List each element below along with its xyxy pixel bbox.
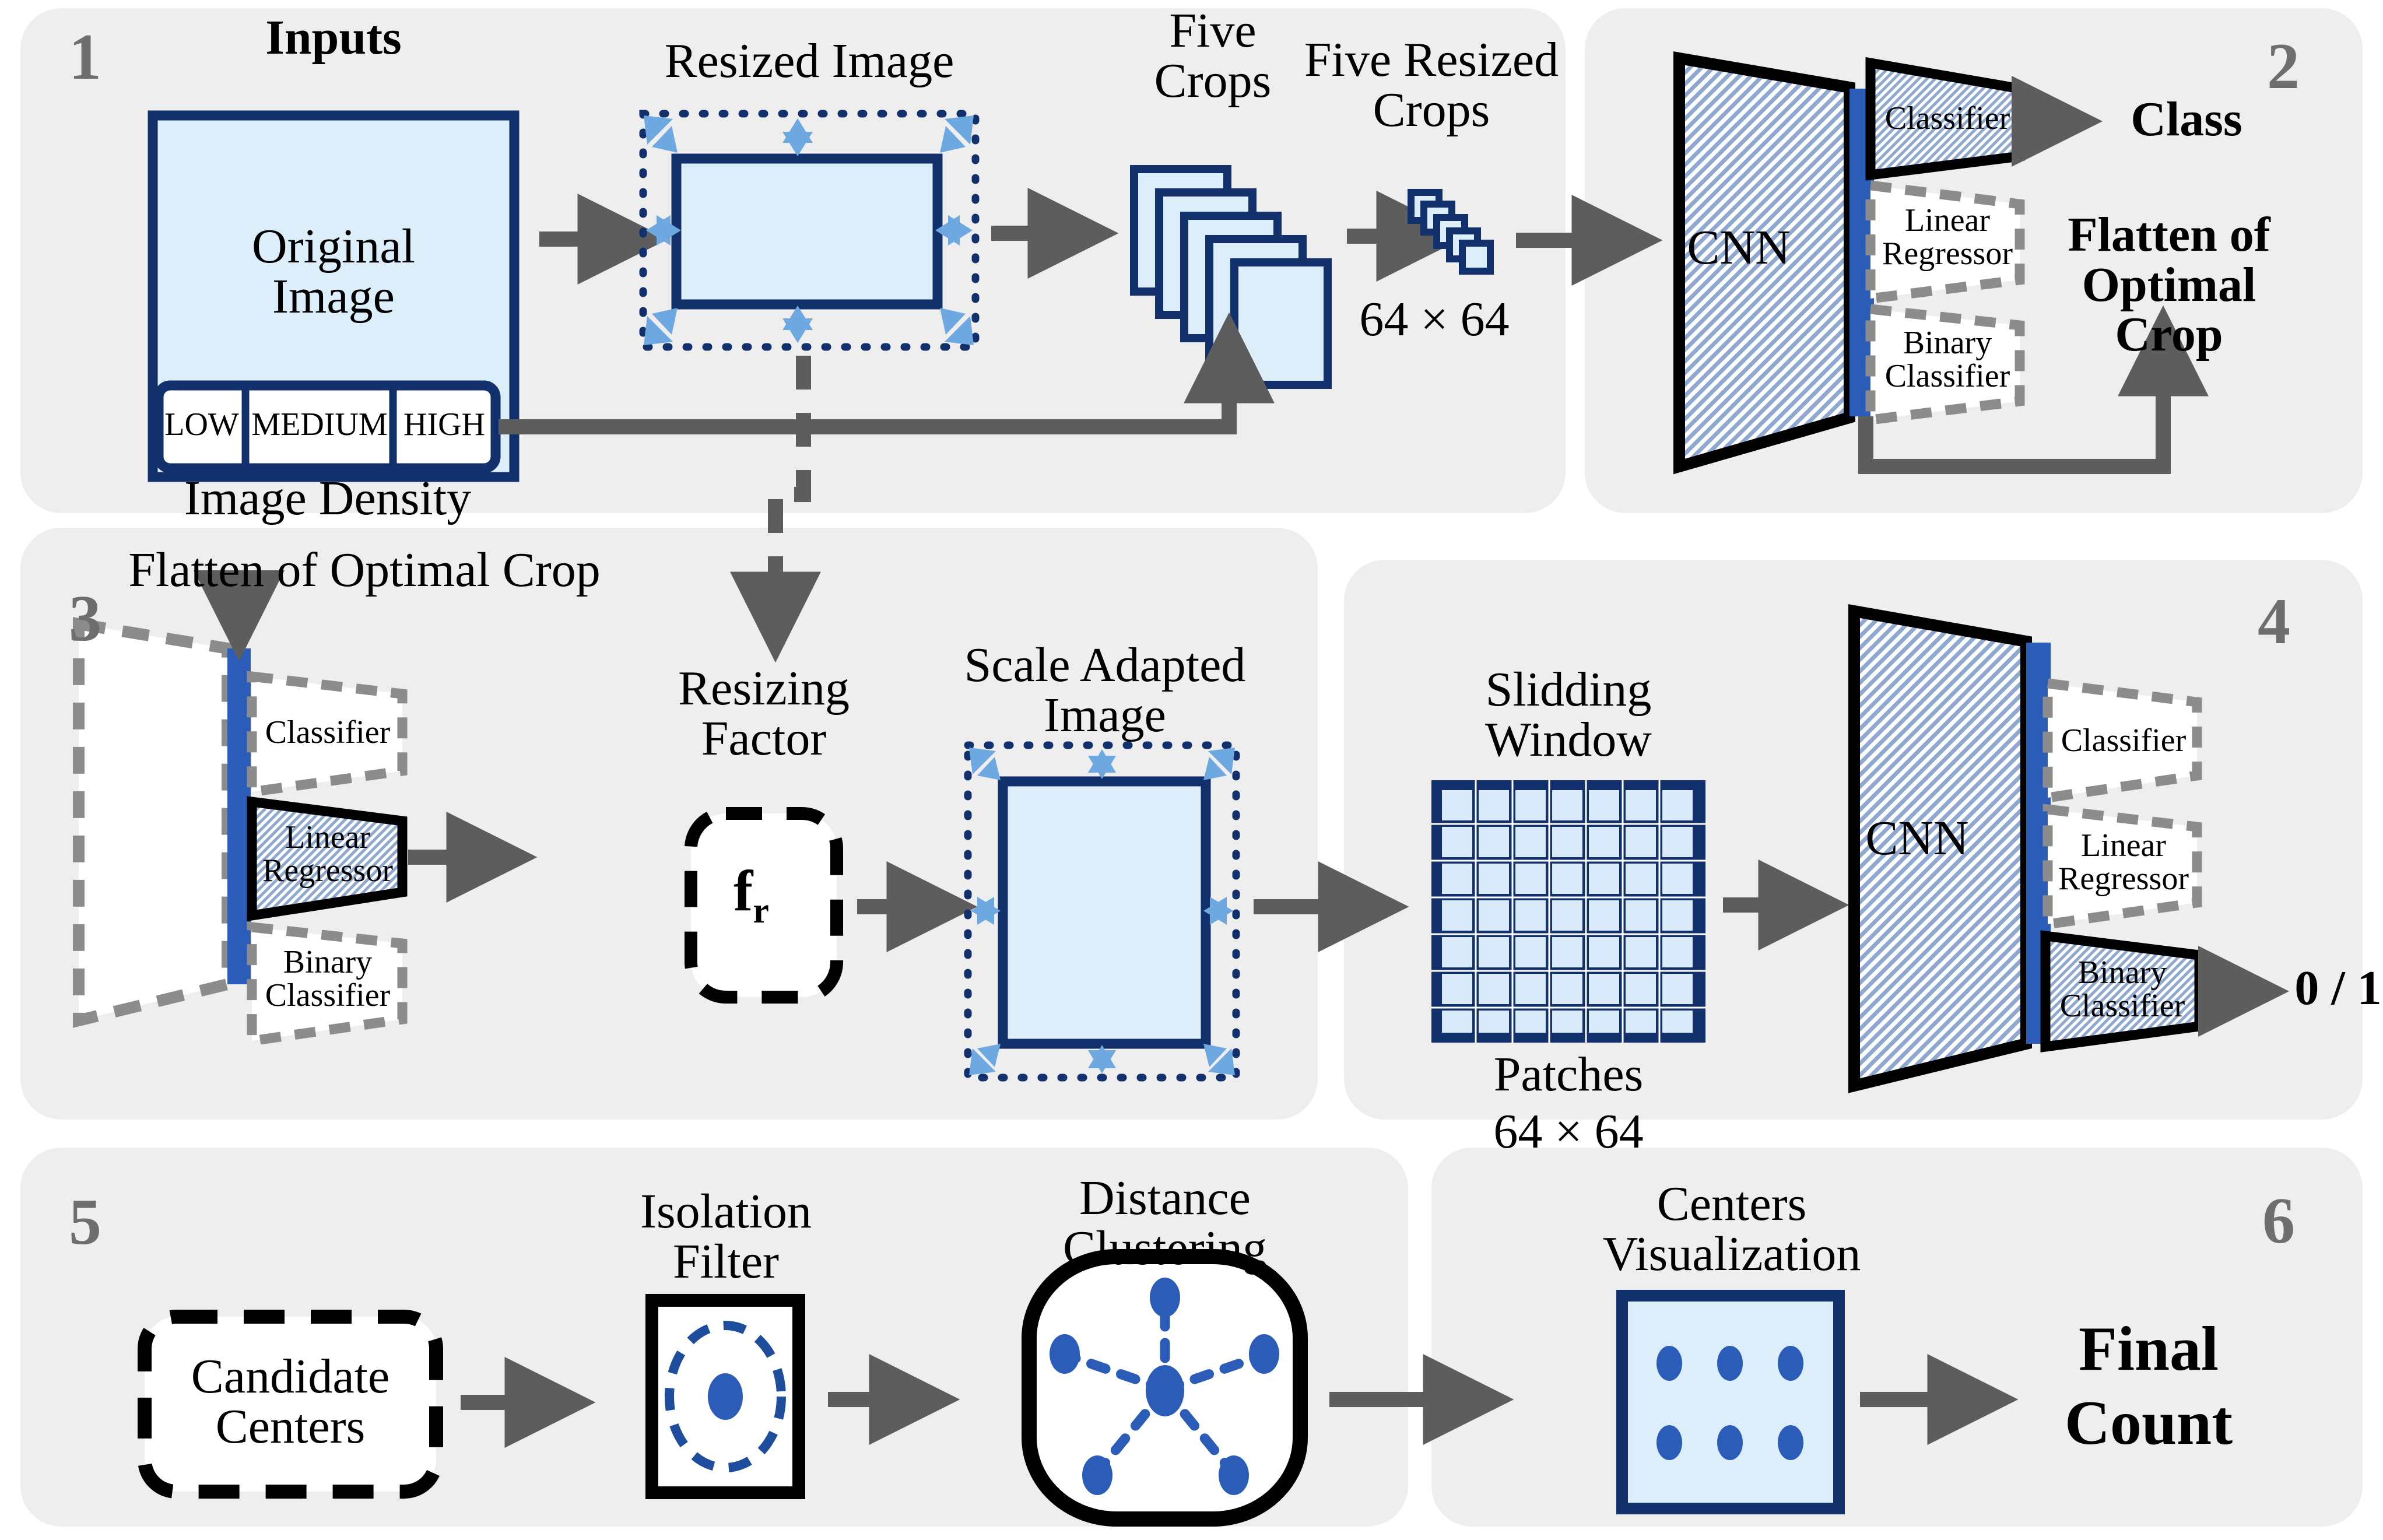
panel-3-number: 3: [69, 583, 101, 655]
panel-5-number: 5: [69, 1186, 101, 1258]
patches-size-label: 64 × 64: [1493, 1104, 1644, 1159]
panel2-linear-regressor-label: Linear Regressor: [1882, 202, 2013, 272]
candidate-centers-label: Candidate Centers: [191, 1349, 390, 1454]
density-option-high[interactable]: HIGH: [403, 406, 485, 443]
inputs-title: Inputs: [265, 10, 402, 65]
candidate-centers-box: [138, 1310, 443, 1499]
panel2-cnn-body: [1673, 51, 1855, 475]
resizing-factor-box: [685, 807, 843, 1004]
panel2-binary-classifier-shape: [1865, 303, 2025, 426]
panel4-classifier-label: Classifier: [2061, 722, 2187, 759]
panel4-cnn-label: CNN: [1865, 811, 1969, 865]
original-image-label: Original Image: [252, 219, 415, 324]
final-count-label: Final Count: [2064, 1314, 2233, 1458]
panel-4-number: 4: [2258, 585, 2290, 658]
panel2-linear-regressor-shape: [1865, 180, 2025, 304]
panel-1-number: 1: [69, 21, 101, 93]
patches-label: Patches: [1493, 1047, 1644, 1101]
panel2-binary-classifier-label: Binary Classifier: [1884, 325, 2010, 395]
resizing-factor-label: Resizing Factor: [678, 661, 850, 766]
panel3-classifier-shape: [247, 671, 408, 798]
panel4-linear-regressor-shape: [2042, 804, 2202, 930]
centers-visualization-dots: [1656, 1346, 1803, 1460]
fr-base: f: [733, 858, 753, 923]
distance-clustering-points: [1050, 1278, 1279, 1495]
panel2-classifier-label: Classifier: [1884, 100, 2010, 136]
isolation-filter-ring: [665, 1321, 786, 1472]
sliding-window-patch-grid: [1431, 780, 1705, 1043]
five-crops-label: Five Crops: [1154, 3, 1272, 108]
panel3-flatten-bar: [227, 648, 251, 984]
panel4-linear-regressor-label: Linear Regressor: [2058, 827, 2189, 897]
panel-6-background: [1431, 1148, 2363, 1527]
density-option-low[interactable]: LOW: [164, 406, 239, 443]
panel2-cnn-label: CNN: [1687, 220, 1791, 275]
panel3-classifier-label: Classifier: [265, 714, 391, 750]
resized-image-box: [671, 153, 943, 310]
five-resized-crops-label: Five Resized Crops: [1304, 33, 1559, 137]
scale-adapted-image-box: [998, 776, 1211, 1049]
panel4-binary-classifier-label: Binary Classifier: [2059, 955, 2185, 1025]
resized-image-label: Resized Image: [664, 34, 954, 88]
panel3-binary-classifier-label: Binary Classifier: [265, 944, 391, 1014]
five-resized-crops-stack: [1408, 189, 1494, 275]
panel3-linear-regressor-shape: [247, 796, 408, 921]
centers-visualization-label: Centers Visualization: [1602, 1177, 1861, 1281]
class-output-label: Class: [2131, 92, 2242, 146]
resizing-factor-symbol: fr: [733, 857, 769, 932]
flatten-of-optimal-crop-output: Flatten of Optimal Crop: [2068, 208, 2270, 362]
panel3-flatten-input-label: Flatten of Optimal Crop: [128, 543, 601, 597]
panel3-binary-classifier-shape: [247, 921, 408, 1047]
density-option-medium[interactable]: MEDIUM: [251, 406, 388, 443]
fr-subscript: r: [753, 891, 769, 931]
resize-outer-frame: [639, 110, 980, 351]
image-density-label: Image Density: [184, 471, 472, 525]
centers-visualization-box: [1616, 1290, 1845, 1514]
isolation-filter-label: Isolation Filter: [640, 1184, 812, 1289]
slidding-window-label: Slidding Window: [1485, 662, 1652, 767]
scale-adapted-arrows: [969, 748, 1235, 1075]
panel3-linear-regressor-label: Linear Regressor: [262, 819, 393, 889]
isolation-filter-center-dot: [708, 1373, 743, 1420]
panel-6-number: 6: [2262, 1185, 2295, 1257]
panel4-classifier-shape: [2042, 678, 2202, 804]
five-resized-crops-size: 64 × 64: [1359, 292, 1510, 346]
scale-adapted-image-label: Scale Adapted Image: [964, 638, 1246, 742]
scale-adapted-outer-frame: [964, 741, 1240, 1082]
binary-output-label: 0 / 1: [2294, 961, 2382, 1015]
panel3-cnn-body: [73, 617, 233, 1028]
distance-clustering-label: Distance Clustering: [1063, 1171, 1267, 1275]
panel-2-number: 2: [2267, 30, 2300, 103]
resize-arrows: [644, 115, 974, 345]
